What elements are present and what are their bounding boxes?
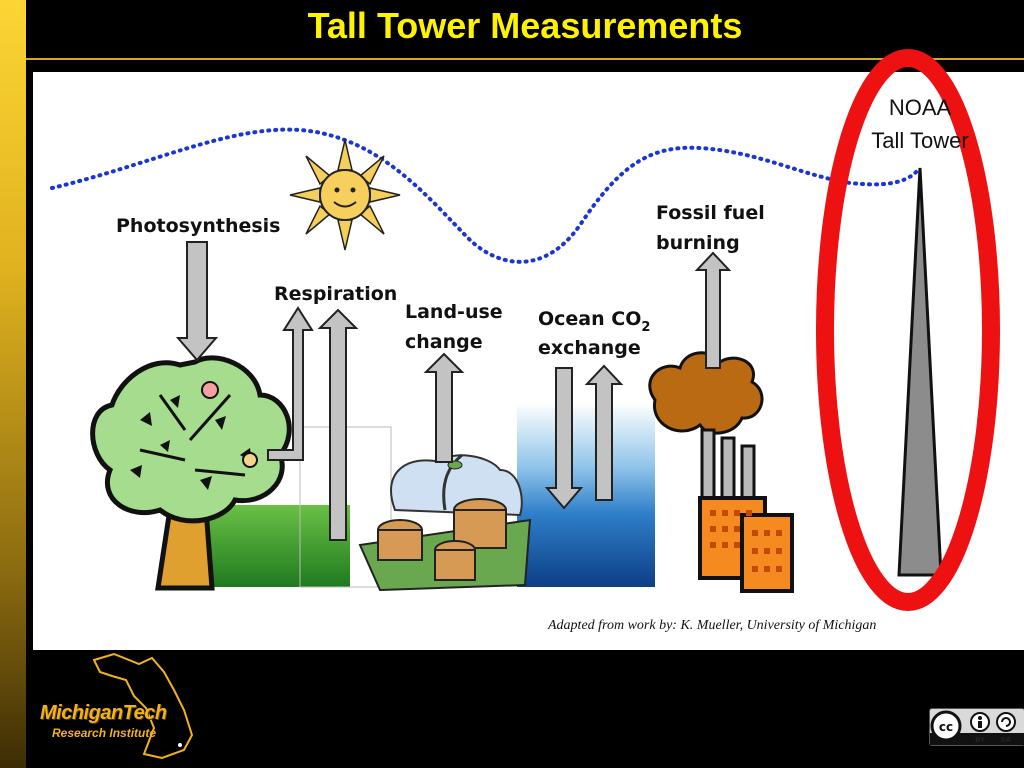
sun-icon — [289, 139, 401, 251]
fossil-fuel-label-line1: Fossil fuel — [656, 202, 765, 224]
boundary-layer-line — [50, 127, 920, 264]
ocean-up-arrow — [584, 364, 624, 501]
logo-subtitle: Research Institute — [52, 726, 157, 740]
ocean-label-line2: exchange — [538, 337, 641, 359]
by-icon — [970, 712, 990, 732]
stumps-icon — [358, 453, 532, 592]
license-by-text: BY — [975, 736, 986, 744]
michigan-map-icon — [92, 652, 194, 760]
fossil-fuel-label-line2: burning — [656, 232, 740, 254]
respiration-arrow-b — [317, 308, 359, 541]
ocean-label-subscript: 2 — [641, 320, 650, 335]
tower-highlight-ring — [816, 49, 1000, 611]
photosynthesis-arrow — [175, 241, 219, 362]
license-graphic: cc BY SA — [930, 710, 1024, 745]
grass-patch — [200, 505, 350, 587]
land-use-arrow — [423, 352, 465, 463]
side-gradient-bar — [0, 0, 26, 768]
tower-label-line1: NOAA — [889, 95, 952, 120]
sa-icon — [996, 712, 1016, 732]
license-sa-text: SA — [1001, 736, 1012, 744]
institute-logo: MichiganTech Research Institute — [34, 650, 204, 762]
svg-text:cc: cc — [939, 720, 953, 734]
cc-icon: cc — [930, 710, 962, 742]
credit-note: Adapted from work by: K. Mueller, Univer… — [548, 618, 877, 633]
ocean-label-line1: Ocean CO — [538, 308, 641, 330]
fossil-fuel-arrow — [694, 251, 732, 369]
ocean-photo — [517, 403, 655, 587]
slide-title: Tall Tower Measurements — [307, 5, 743, 46]
tree-icon — [90, 355, 292, 591]
land-use-label-line2: change — [405, 331, 483, 353]
factory-icon — [648, 351, 794, 593]
ocean-down-arrow — [544, 367, 584, 510]
respiration-label: Respiration — [274, 283, 397, 305]
tower-icon — [897, 167, 943, 577]
ocean-label-line1-wrap: Ocean CO2 — [538, 308, 650, 335]
tower-label-line2: Tall Tower — [871, 128, 968, 153]
license-badge: cc BY SA — [929, 708, 1024, 746]
land-use-label-line1: Land-use — [405, 301, 503, 323]
photosynthesis-label: Photosynthesis — [116, 215, 281, 237]
respiration-arrow-a — [267, 306, 314, 461]
title-rule — [26, 58, 1024, 60]
logo-name: MichiganTech — [40, 702, 167, 724]
